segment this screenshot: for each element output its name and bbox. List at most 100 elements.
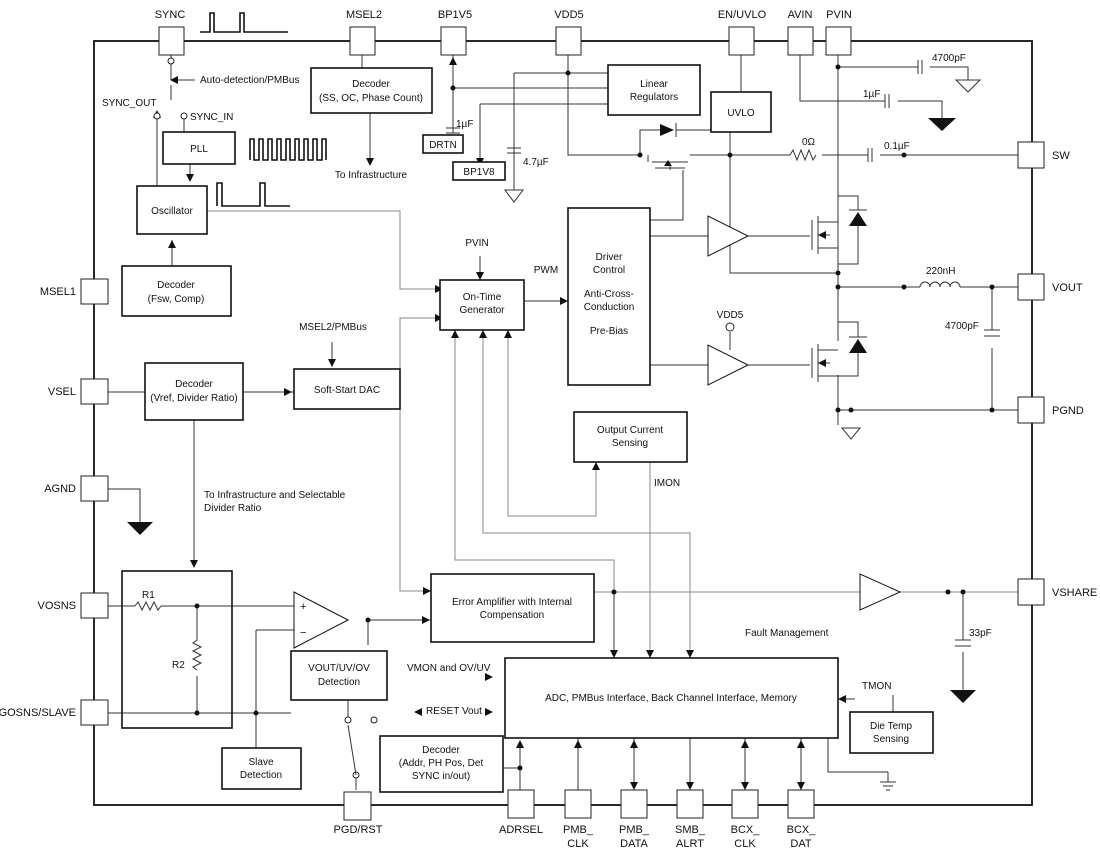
svg-text:AVIN: AVIN — [788, 9, 813, 21]
softstart-dac-block: Soft-Start DAC — [293, 368, 401, 410]
pin-sw — [1017, 141, 1045, 169]
pin-bcx-clk — [731, 789, 759, 819]
svg-text:To Infrastructure and Selectab: To Infrastructure and Selectable — [204, 490, 346, 501]
pin-vshare — [1017, 578, 1045, 606]
svg-text:IMON: IMON — [654, 478, 680, 489]
bp1v8-block: BP1V8 — [452, 161, 506, 181]
svg-text:PMB_: PMB_ — [619, 824, 650, 836]
pin-en-uvlo — [728, 26, 755, 56]
annotations: Auto-detection/PMBus SYNC_OUT SYNC_IN To… — [102, 53, 992, 717]
junction-dots — [153, 57, 995, 779]
pin-msel1 — [80, 278, 109, 305]
adc-pmbus-block: ADC, PMBus Interface, Back Channel Inter… — [504, 657, 839, 739]
bootstrap-switch — [647, 123, 688, 170]
svg-text:Decoder: Decoder — [175, 379, 213, 390]
pin-agnd — [80, 475, 109, 502]
svg-text:Slave: Slave — [248, 757, 273, 768]
svg-text:Sensing: Sensing — [612, 438, 648, 449]
svg-text:TMON: TMON — [862, 681, 891, 692]
svg-text:ALRT: ALRT — [676, 838, 704, 850]
hs-gate-driver — [707, 215, 750, 257]
svg-text:Pre-Bias: Pre-Bias — [590, 326, 628, 337]
diff-amplifier — [293, 591, 350, 649]
svg-text:Auto-detection/PMBus: Auto-detection/PMBus — [200, 75, 300, 86]
svg-text:Driver: Driver — [596, 252, 623, 263]
svg-text:4700pF: 4700pF — [932, 53, 966, 64]
svg-text:Detection: Detection — [318, 677, 360, 688]
svg-text:Control: Control — [593, 265, 625, 276]
vout-detection-block: VOUT/UV/OV Detection — [290, 650, 388, 701]
pin-vout — [1017, 273, 1045, 301]
pin-sync — [158, 26, 185, 56]
svg-text:Conduction: Conduction — [584, 302, 635, 313]
svg-text:Output Current: Output Current — [597, 425, 663, 436]
svg-text:RESET Vout: RESET Vout — [426, 706, 482, 717]
svg-text:Oscillator: Oscillator — [151, 206, 193, 217]
pins — [80, 26, 1045, 821]
svg-text:PVIN: PVIN — [826, 9, 852, 21]
ls-gate-driver — [707, 344, 750, 386]
svg-text:4700pF: 4700pF — [945, 321, 979, 332]
decoder-vsel-block: Decoder (Vref, Divider Ratio) — [144, 362, 244, 421]
svg-text:To Infrastructure: To Infrastructure — [335, 170, 408, 181]
svg-text:Compensation: Compensation — [480, 610, 544, 621]
svg-text:PGND: PGND — [1052, 405, 1084, 417]
svg-text:VDD5: VDD5 — [554, 9, 583, 21]
pin-pvin — [825, 26, 852, 56]
svg-text:R2: R2 — [172, 660, 185, 671]
svg-text:CLK: CLK — [567, 838, 589, 850]
svg-text:(Fsw, Comp): (Fsw, Comp) — [148, 294, 205, 305]
pin-smb-alrt — [676, 789, 704, 819]
svg-text:BP1V5: BP1V5 — [438, 9, 472, 21]
decoder-addr-block: Decoder (Addr, PH Pos, Det SYNC in/out) — [379, 735, 504, 793]
error-amplifier-block: Error Amplifier with Internal Compensati… — [430, 573, 595, 643]
svg-text:Generator: Generator — [459, 305, 505, 316]
svg-text:VSHARE: VSHARE — [1052, 587, 1097, 599]
svg-text:(Addr, PH Pos, Det: (Addr, PH Pos, Det — [399, 758, 484, 769]
svg-text:VOUT/UV/OV: VOUT/UV/OV — [308, 663, 370, 674]
svg-text:DATA: DATA — [620, 838, 648, 850]
svg-text:Decoder: Decoder — [157, 280, 195, 291]
pin-vosns — [80, 592, 109, 619]
svg-text:UVLO: UVLO — [727, 108, 754, 119]
svg-text:0.1µF: 0.1µF — [884, 141, 910, 152]
svg-text:Decoder: Decoder — [422, 745, 460, 756]
svg-text:Sensing: Sensing — [873, 734, 909, 745]
svg-text:Anti-Cross-: Anti-Cross- — [584, 289, 634, 300]
svg-text:PWM: PWM — [534, 265, 558, 276]
linear-regulators-block: Linear Regulators — [607, 64, 701, 116]
svg-text:GOSNS/SLAVE: GOSNS/SLAVE — [0, 707, 76, 719]
svg-text:EN/UVLO: EN/UVLO — [718, 9, 767, 21]
vshare-buffer — [859, 573, 902, 611]
svg-text:Divider Ratio: Divider Ratio — [204, 503, 262, 514]
resistor-divider-box — [121, 570, 233, 729]
pin-gosns-slave — [80, 699, 109, 726]
driver-control-block: Driver Control Anti-Cross- Conduction Pr… — [567, 207, 651, 386]
svg-text:MSEL1: MSEL1 — [40, 286, 76, 298]
pin-labels: SYNC MSEL2 BP1V5 VDD5 EN/UVLO AVIN PVIN … — [0, 9, 1097, 850]
svg-text:(SS, OC, Phase Count): (SS, OC, Phase Count) — [319, 93, 423, 104]
svg-text:VDD5: VDD5 — [717, 310, 744, 321]
high-side-fet — [811, 195, 867, 265]
svg-text:1µF: 1µF — [456, 119, 473, 130]
pin-msel2 — [349, 26, 376, 56]
svg-text:VOUT: VOUT — [1052, 282, 1083, 294]
svg-text:DAT: DAT — [790, 838, 811, 850]
svg-text:SYNC in/out): SYNC in/out) — [412, 771, 470, 782]
die-temp-block: Die Temp Sensing — [849, 711, 934, 754]
drtn-block: DRTN — [422, 134, 464, 154]
svg-text:BCX_: BCX_ — [787, 824, 817, 836]
svg-text:MSEL2/PMBus: MSEL2/PMBus — [299, 322, 367, 333]
current-sensing-block: Output Current Sensing — [573, 411, 688, 463]
svg-text:PMB_: PMB_ — [563, 824, 594, 836]
svg-text:SMB_: SMB_ — [675, 824, 706, 836]
opamp-minus: − — [300, 627, 306, 639]
svg-text:Fault Management: Fault Management — [745, 628, 829, 639]
svg-text:MSEL2: MSEL2 — [346, 9, 382, 21]
svg-text:BCX_: BCX_ — [731, 824, 761, 836]
svg-text:PLL: PLL — [190, 144, 208, 155]
pll-block: PLL — [162, 131, 236, 165]
svg-text:PVIN: PVIN — [465, 238, 488, 249]
svg-text:Soft-Start DAC: Soft-Start DAC — [314, 385, 380, 396]
